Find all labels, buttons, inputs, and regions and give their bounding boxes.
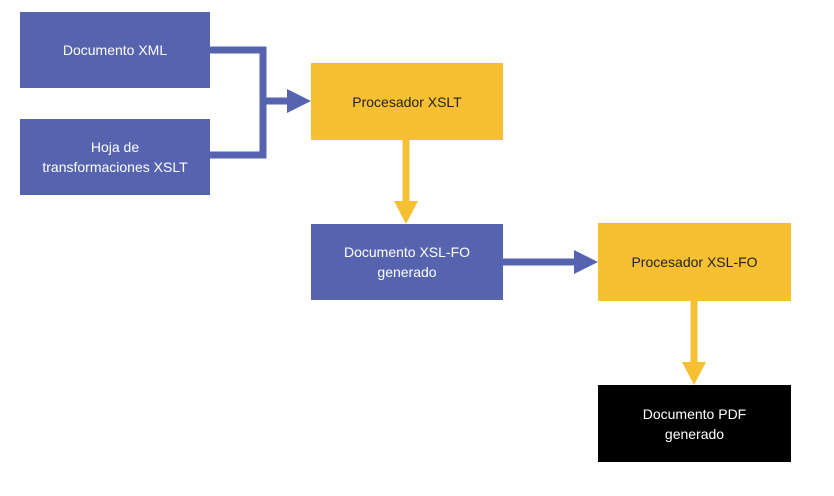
arrowhead-to-processor-fo <box>574 250 598 274</box>
connector-xml-and-xslt-to-processor <box>210 46 311 159</box>
arrowhead-to-xslfo-doc <box>394 201 418 224</box>
node-pdf-document: Documento PDF generado <box>598 385 791 462</box>
node-xml-document: Documento XML <box>20 12 210 88</box>
arrowhead-to-processor-xslt <box>287 89 311 113</box>
node-xslfo-document: Documento XSL-FO generado <box>311 224 503 300</box>
connector-xslfo-to-processor-fo <box>503 250 598 274</box>
node-xslt-processor: Procesador XSLT <box>311 63 503 140</box>
connector-processor-xslt-to-xslfo <box>394 140 418 224</box>
node-xslfo-processor: Procesador XSL-FO <box>598 223 791 301</box>
node-xslt-stylesheet: Hoja de transformaciones XSLT <box>20 119 210 195</box>
arrowhead-to-pdf-doc <box>682 362 706 385</box>
connector-processor-fo-to-pdf <box>682 301 706 385</box>
